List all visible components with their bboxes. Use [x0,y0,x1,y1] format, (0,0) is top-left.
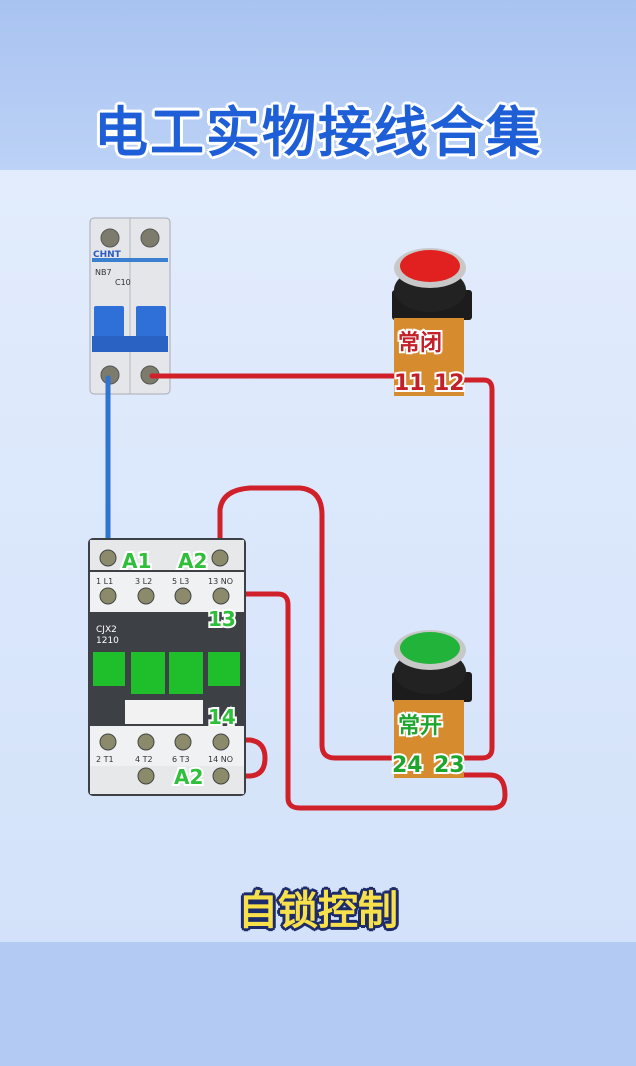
start-button-no[interactable]: 常开 24 23 [390,630,472,780]
label-13: 13 [208,607,236,631]
contactor: 1 L1 3 L2 5 L3 13 NO 2 T1 4 T2 6 T3 14 N… [88,538,246,796]
contactor-model: CJX2 [96,625,117,635]
wire-12-to-23 [459,377,495,761]
label-a2-top: A2 [178,549,207,573]
terminal-label-l3: 5 L3 [172,577,189,586]
terminal-label-t2: 4 T2 [135,755,153,764]
stop-button-label: 常闭 [398,330,442,356]
terminal-label-t3: 6 T3 [172,755,190,764]
contactor-model-code: 1210 [96,636,119,646]
breaker-brand: CHNT [93,250,122,260]
terminal-label-l1: 1 L1 [96,577,113,586]
wire-14-to-a2 [219,737,268,779]
breaker-toggle-right[interactable] [136,306,166,342]
label-a2-bottom: A2 [174,765,203,789]
wire-13-to-23 [221,591,508,811]
wire-a2-to-24 [217,485,401,761]
label-14: 14 [208,705,236,729]
terminal-label-13no: 13 NO [208,577,233,586]
header-band [0,0,636,170]
start-terminal-24: 24 [392,753,423,778]
stop-terminal-12: 12 [434,371,465,396]
start-terminal-23: 23 [434,753,465,778]
start-button-label: 常开 [398,713,442,739]
footer-band [0,942,636,1066]
terminal-label-14no: 14 NO [208,755,233,764]
stop-terminal-11: 11 [394,371,425,396]
circuit-breaker: CHNT NB7 C10 [89,217,171,395]
terminal-label-t1: 2 T1 [96,755,114,764]
terminal-label-l2: 3 L2 [135,577,152,586]
diagram-caption: 自锁控制 [238,888,398,934]
breaker-toggle-left[interactable] [94,306,124,342]
label-a1: A1 [122,549,151,573]
page-title: 电工实物接线合集 [94,101,542,164]
stop-button-nc[interactable]: 常闭 11 12 [392,248,472,398]
breaker-model: NB7 [95,268,112,277]
wires [105,373,508,811]
breaker-rating: C10 [115,278,131,287]
